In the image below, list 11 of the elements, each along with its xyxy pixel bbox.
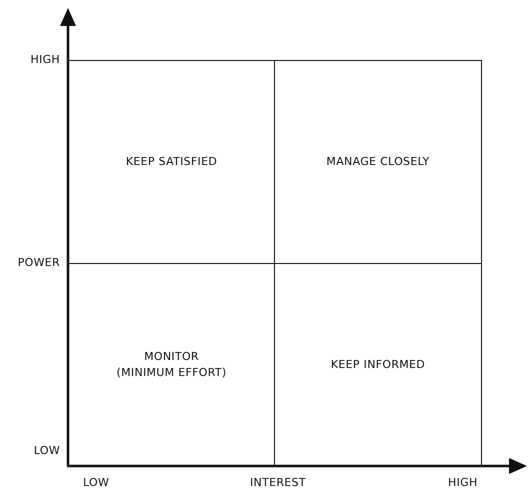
axis-value: HIGH — [448, 476, 478, 489]
quadrant-label: MONITOR (MINIMUM EFFORT) — [116, 348, 228, 381]
axis-title: POWER — [18, 256, 60, 269]
axis-value: HIGH — [30, 53, 60, 66]
quadrant-label: MANAGE CLOSELY — [326, 154, 430, 170]
quadrant — [274, 60, 482, 264]
axis-title: INTEREST — [250, 476, 306, 489]
axis-value: LOW — [83, 476, 110, 489]
axis-value: LOW — [34, 444, 60, 457]
quadrant-label: KEEP SATISFIED — [126, 154, 218, 170]
quadrant-label: KEEP INFORMED — [330, 356, 426, 373]
